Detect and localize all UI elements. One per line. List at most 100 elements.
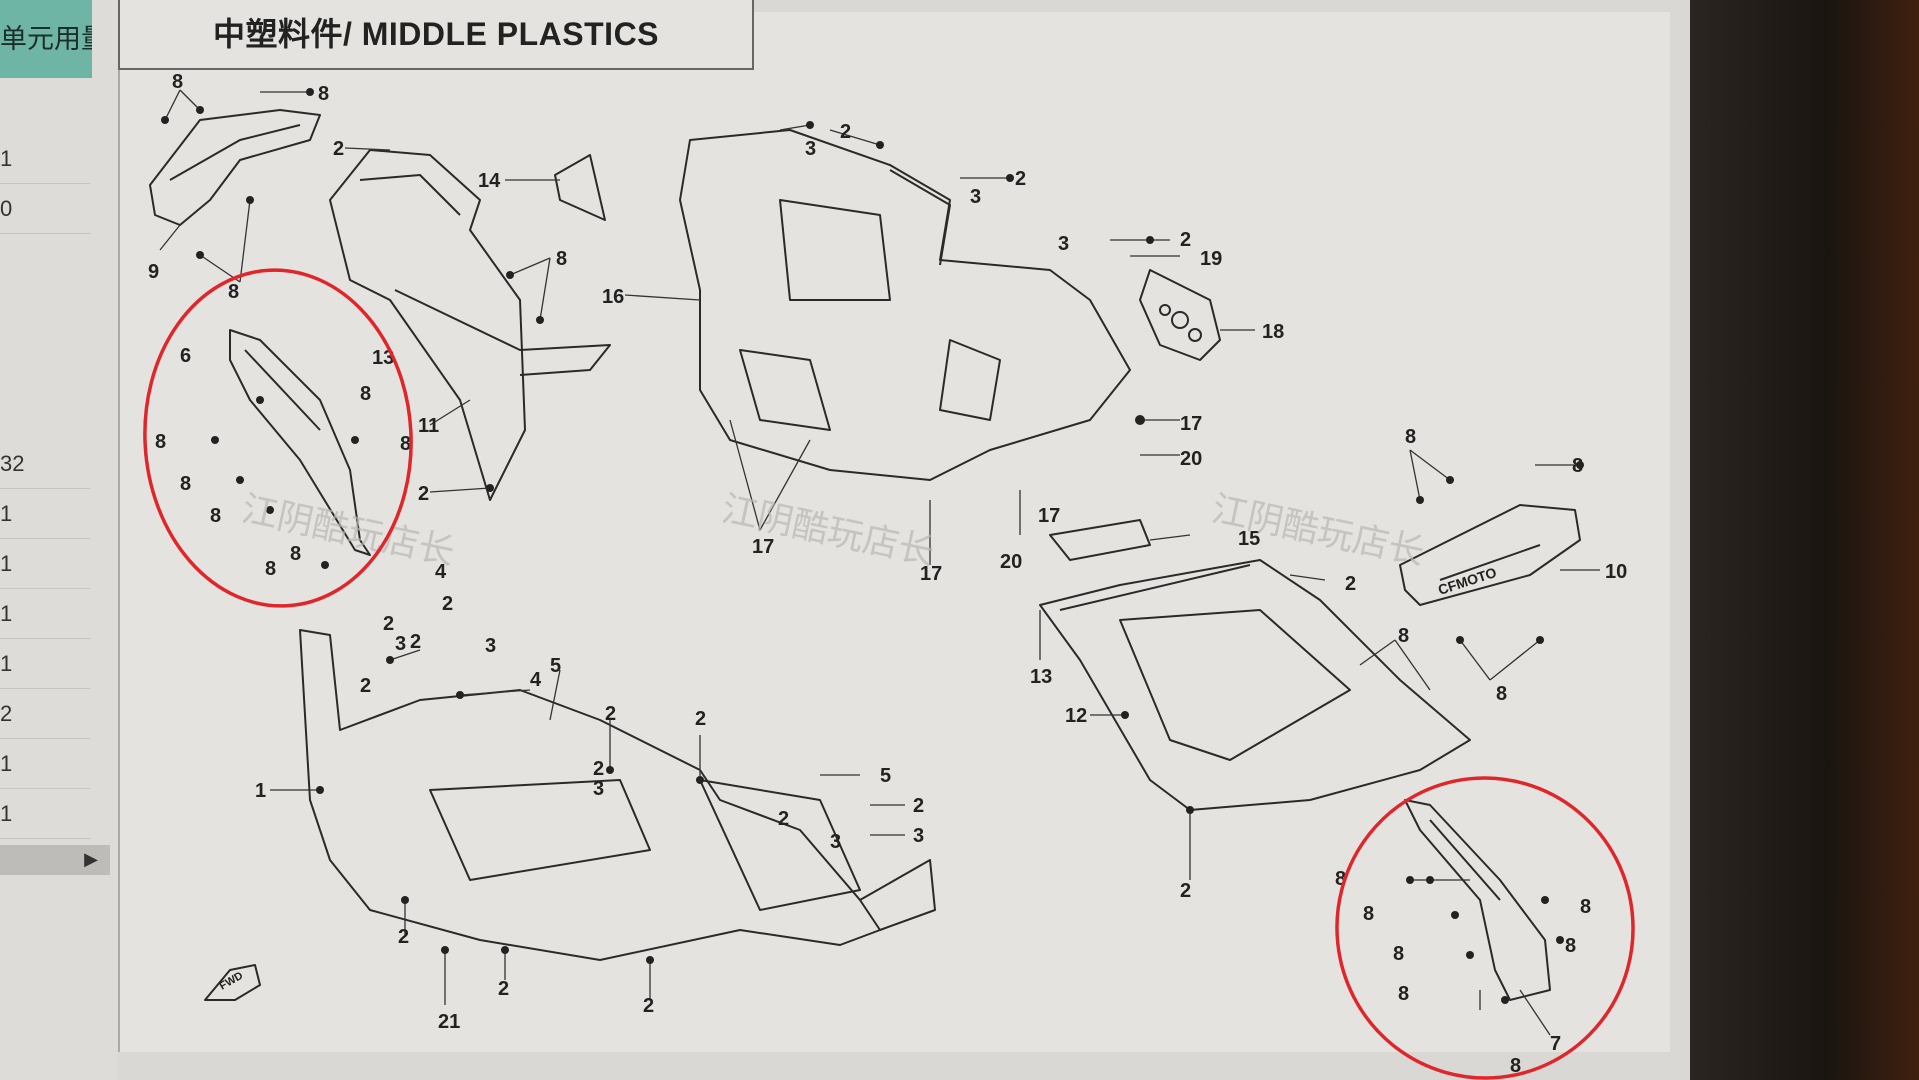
quantity-cell: 1 [0, 590, 90, 639]
watermark: 江阴酷玩店长 [1208, 489, 1428, 574]
quantity-cell: 1 [0, 790, 90, 839]
callout-3: 3 [1058, 233, 1069, 255]
callout-3: 3 [485, 635, 496, 657]
callout-10: 10 [1605, 561, 1627, 583]
fwd-arrow-label: FWD [218, 970, 246, 993]
callout-8: 8 [318, 83, 329, 105]
callout-2: 2 [498, 978, 509, 1000]
callout-2: 2 [913, 795, 924, 817]
callout-2: 2 [1180, 880, 1191, 902]
callout-13: 13 [1030, 666, 1052, 688]
callout-8: 8 [1393, 943, 1404, 965]
callout-2: 2 [418, 483, 429, 505]
callout-8: 8 [400, 433, 411, 455]
part-7-side-cover [1404, 799, 1551, 1001]
quantity-cell: 1 [0, 490, 90, 539]
callout-8: 8 [290, 543, 301, 565]
callout-17: 17 [752, 536, 774, 558]
callout-8: 8 [172, 71, 183, 93]
callout-2: 2 [1015, 168, 1026, 190]
callout-18: 18 [1262, 321, 1284, 343]
callout-2: 2 [442, 593, 453, 615]
callout-8: 8 [1510, 1055, 1521, 1077]
callout-8: 8 [1580, 896, 1591, 918]
callout-2: 2 [695, 708, 706, 730]
callout-2: 2 [1180, 229, 1191, 251]
callout-20: 20 [1180, 448, 1202, 470]
part-12-side-panel [1039, 559, 1471, 811]
quantity-cell: 32 [0, 440, 90, 489]
callout-6: 6 [180, 345, 191, 367]
callout-2: 2 [778, 808, 789, 830]
quantity-cell: 1 [0, 135, 90, 184]
callout-20: 20 [1000, 551, 1022, 573]
highlight-circle-part-7 [1335, 776, 1635, 1080]
callout-2: 2 [593, 758, 604, 780]
callout-2: 2 [360, 675, 371, 697]
callout-8: 8 [556, 248, 567, 270]
part-9-bracket [149, 109, 321, 226]
part-11-panel [329, 149, 526, 501]
part-14-vent [554, 154, 606, 221]
callout-2: 2 [383, 613, 394, 635]
callout-2: 2 [1345, 573, 1356, 595]
callout-17: 17 [1180, 413, 1202, 435]
callout-2: 2 [398, 926, 409, 948]
unit-quantity-header: 单元用量 [0, 0, 92, 78]
callout-19: 19 [1200, 248, 1222, 270]
callout-5: 5 [550, 655, 561, 677]
callout-8: 8 [1405, 426, 1416, 448]
callout-7: 7 [1550, 1033, 1561, 1055]
callout-5: 5 [880, 765, 891, 787]
quantity-cell: 1 [0, 540, 90, 589]
callout-8: 8 [360, 383, 371, 405]
callout-17: 17 [920, 563, 942, 585]
callout-8: 8 [228, 281, 239, 303]
callout-16: 16 [602, 286, 624, 308]
callout-8: 8 [210, 505, 221, 527]
callout-8: 8 [1363, 903, 1374, 925]
monitor-bezel [1690, 0, 1919, 1080]
callout-2: 2 [410, 631, 421, 653]
callout-2: 2 [333, 138, 344, 160]
callout-2: 2 [840, 121, 851, 143]
quantity-cell: 1 [0, 640, 90, 689]
quantity-cell: 1 [0, 740, 90, 789]
callout-3: 3 [395, 633, 406, 655]
callout-8: 8 [1496, 683, 1507, 705]
parts-quantity-panel: 单元用量 1 0 32 1 1 1 1 2 1 1 ▶ [0, 0, 118, 1080]
diagram-title: 中塑料件/ MIDDLE PLASTICS [118, 0, 754, 70]
exploded-parts-diagram: 8 8 9 8 2 14 8 13 11 2 16 2 3 2 3 3 2 19… [143, 71, 1635, 1080]
callout-8: 8 [1335, 868, 1346, 890]
callout-21: 21 [438, 1011, 460, 1033]
callout-3: 3 [970, 186, 981, 208]
highlight-circle-part-6 [143, 268, 413, 608]
part-15-trim [1049, 519, 1151, 561]
part-18-plate [1139, 269, 1221, 361]
callout-4: 4 [530, 669, 542, 691]
scroll-right-icon[interactable]: ▶ [84, 849, 98, 869]
callout-8: 8 [1398, 625, 1409, 647]
callout-8: 8 [1398, 983, 1409, 1005]
callout-3: 3 [593, 778, 604, 800]
callout-4: 4 [435, 561, 447, 583]
horizontal-scrollbar[interactable]: ▶ [0, 845, 110, 875]
callout-12: 12 [1065, 705, 1087, 727]
callout-8: 8 [180, 473, 191, 495]
part-10-cfmoto-cover [1399, 504, 1581, 606]
callout-11: 11 [418, 415, 439, 437]
callout-14: 14 [478, 170, 501, 192]
callout-1: 1 [255, 780, 266, 802]
part-6-side-cover [229, 329, 371, 556]
quantity-cell: 2 [0, 690, 90, 739]
callout-9: 9 [148, 261, 159, 283]
quantity-cell: 0 [0, 185, 90, 234]
callout-17: 17 [1038, 505, 1060, 527]
watermark: 江阴酷玩店长 [718, 489, 938, 574]
callout-8: 8 [1565, 935, 1576, 957]
callout-8: 8 [155, 431, 166, 453]
callout-2: 2 [605, 703, 616, 725]
callout-15: 15 [1238, 528, 1260, 550]
part-16-dash-panel [679, 129, 1131, 481]
callout-8: 8 [1572, 455, 1583, 477]
